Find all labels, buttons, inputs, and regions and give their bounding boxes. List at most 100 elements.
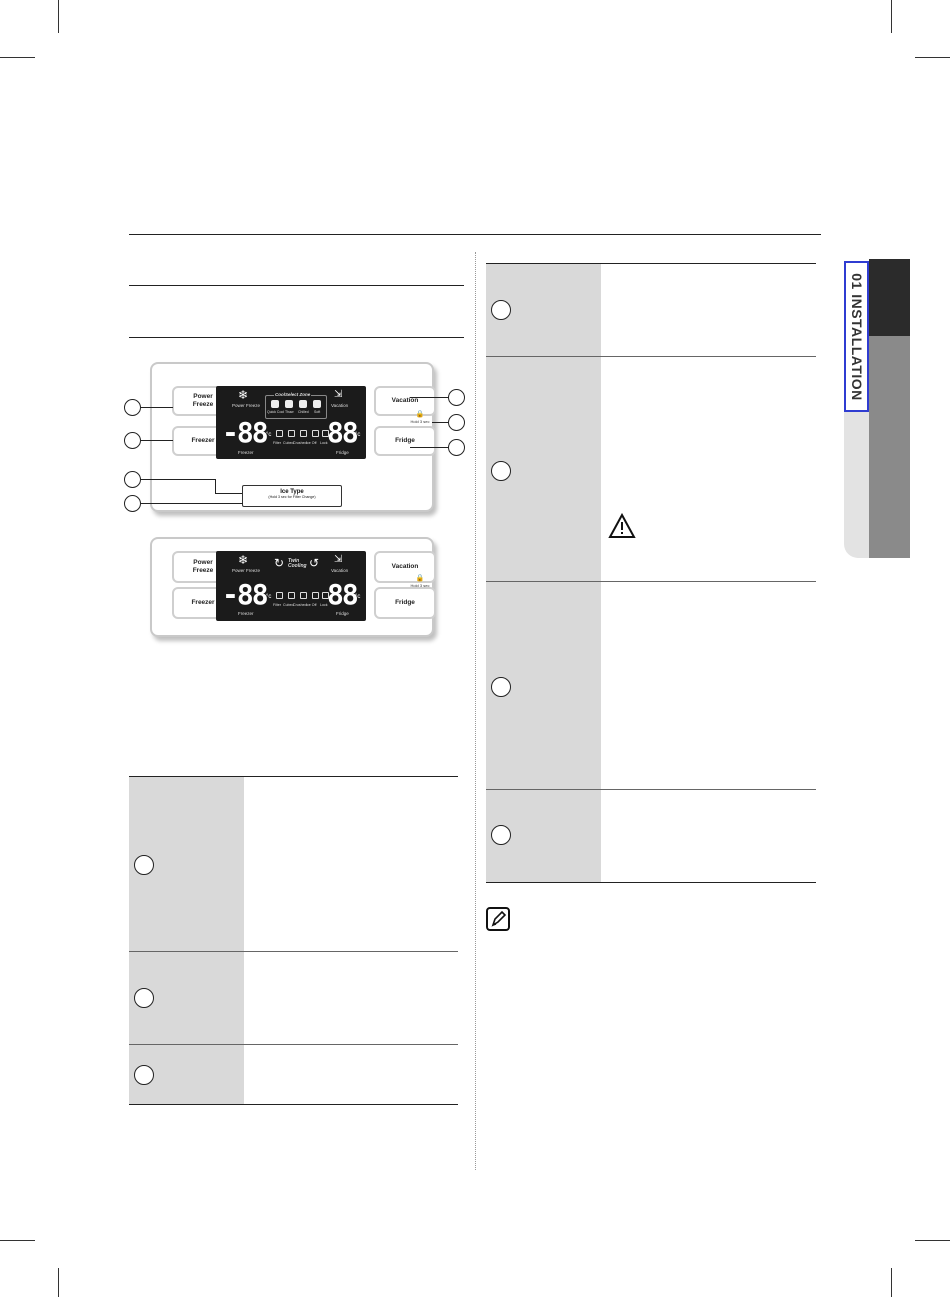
status-item: Filter [273,603,281,607]
vacation-button[interactable]: Vacation [374,386,436,416]
freezer-label: Freezer [238,611,254,616]
sidebar-tab-mid [869,336,910,558]
cubed-ice-icon [288,430,295,437]
header-rule [129,234,821,235]
filter-icon [276,592,283,599]
freezer-temperature: -88 [222,416,269,449]
zone-item: Quick Cool [267,410,285,414]
row-number-marker [134,1065,154,1085]
lock-indicator: 🔒 Hold 3 sec [410,575,430,599]
row-number-marker [134,988,154,1008]
status-item: Crushed [293,603,307,607]
fridge-temperature: 88 [327,416,359,449]
section-rule [129,285,464,286]
filter-icon [276,430,283,437]
vacation-button[interactable]: Vacation [374,551,436,583]
twin-cooling-icon: ↻ [274,556,285,570]
callout-leader [215,493,242,494]
freezer-unit: °c [266,594,272,600]
callout-marker [124,399,141,416]
status-item: Crushed [293,441,307,445]
display-screen: ❄ Power Freeze CoolSelect Zone Quick Coo… [216,386,366,459]
table-row-rule [129,1044,458,1045]
fridge-button[interactable]: Fridge [374,426,436,456]
row-number-marker [134,855,154,875]
table-row [486,582,816,789]
crop-mark [891,1268,892,1297]
callout-marker [124,471,141,488]
crushed-ice-icon [300,592,307,599]
table-row [129,952,458,1044]
callout-marker [448,439,465,456]
freezer-unit: °c [266,432,272,438]
lock-icon: 🔒 [415,411,425,418]
table-row [129,1045,458,1104]
row-number-marker [491,825,511,845]
crop-mark [915,57,950,58]
callout-leader [432,422,448,423]
callout-marker [124,432,141,449]
power-freeze-label: Power Freeze [232,568,261,573]
ice-off-icon [312,430,319,437]
lock-hold-label: Hold 3 sec [410,583,430,588]
fridge-button[interactable]: Fridge [374,587,436,619]
callout-leader [141,503,243,504]
lock-icon: 🔒 [415,575,425,582]
crop-mark [0,1240,35,1241]
fridge-unit: °c [355,594,361,600]
vacation-icon: ⇲ [334,554,343,565]
twin-cooling-label: Twin Cooling [288,558,307,569]
control-panel-coolselect: Power Freeze Freezer Vacation Fridge ❄ P… [150,362,436,512]
cubed-ice-icon [288,592,295,599]
soft-icon [313,400,321,408]
snowflake-icon: ❄ [238,388,249,402]
callout-leader [215,479,216,493]
crop-mark [58,0,59,33]
table-row [486,357,816,581]
table-top-rule [129,776,458,777]
vacation-label: Vacation [331,403,349,408]
sidebar-tab-light [844,412,869,558]
status-item: Filter [273,441,281,445]
zone-item: Soft [314,410,321,414]
lock-icon [322,592,329,599]
control-panel-twin-cooling: Power Freeze Freezer Vacation Fridge ❄ P… [150,537,436,637]
callout-leader [410,447,448,448]
fridge-label: Fridge [336,611,349,616]
ice-off-icon [312,592,319,599]
thaw-icon [285,400,293,408]
table-row [486,790,816,882]
crop-mark [915,1240,950,1241]
freezer-temperature: -88 [222,578,269,611]
ice-type-label: Ice Type [280,489,304,495]
callout-marker [448,389,465,406]
table-bottom-rule [486,882,816,883]
fridge-temperature: 88 [327,578,359,611]
sidebar-tab-dark [869,259,910,336]
vacation-label: Vacation [331,568,349,573]
snowflake-icon: ❄ [238,553,249,567]
sidebar-section-label: 01 INSTALLATION [844,261,869,412]
callout-marker [124,495,141,512]
callout-leader [141,407,173,408]
power-freeze-label: Power Freeze [232,403,261,408]
table-row-rule [486,789,816,790]
status-item: Lock [320,441,328,445]
freezer-label: Freezer [238,450,254,455]
lock-icon [322,430,329,437]
table-row [129,777,458,951]
table-bottom-rule [129,1104,458,1105]
zone-item: Thaw [285,410,294,414]
ice-type-button[interactable]: Ice Type (Hold 3 sec for Filter Change) [242,485,342,507]
row-number-marker [491,461,511,481]
note-pencil-icon [486,907,510,931]
row-number-marker [491,300,511,320]
callout-leader [410,397,448,398]
vacation-icon: ⇲ [334,389,343,400]
callout-marker [448,414,465,431]
crushed-ice-icon [300,430,307,437]
quick-cool-icon [271,400,279,408]
status-item: Cubed [283,603,294,607]
chilled-icon [299,400,307,408]
coolselect-zone-title: CoolSelect Zone [274,392,312,397]
